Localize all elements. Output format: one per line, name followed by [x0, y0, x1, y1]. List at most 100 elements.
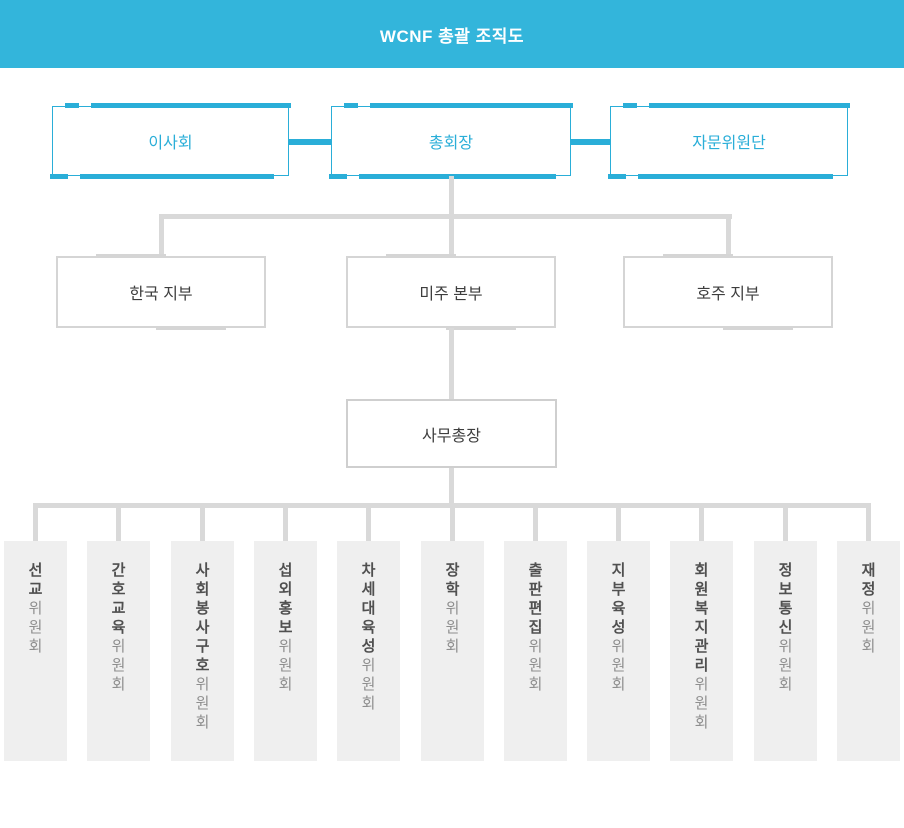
committee-name-char: 회: [195, 581, 210, 598]
connector-committee-drop: [533, 503, 538, 541]
connector-secretary-down: [449, 468, 454, 506]
page-title: WCNF 총괄 조직도: [379, 26, 525, 46]
connector-committee-drop: [33, 503, 38, 541]
committee-suffix-char: 위: [445, 600, 460, 617]
committee-suffix-char: 회: [778, 676, 793, 693]
committee-suffix-char: 위: [611, 638, 626, 655]
committee-suffix-char: 위: [195, 676, 210, 693]
committee-suffix-char: 회: [861, 638, 876, 655]
committee-name-char: 원: [694, 581, 709, 598]
connector-drop-australia: [726, 214, 731, 256]
committee-suffix-char: 원: [111, 657, 126, 674]
committee-suffix-char: 위: [528, 638, 543, 655]
committee-name-char: 보: [778, 581, 793, 598]
committee-name-char: 육: [111, 619, 126, 636]
committee-suffix-char: 회: [445, 638, 460, 655]
committee-suffix-char: 위: [28, 600, 43, 617]
committee-suffix-char: 회: [611, 676, 626, 693]
org-box-advisory-label: 자문위원단: [692, 135, 766, 152]
committee-name-char: 선: [28, 562, 43, 579]
committee-suffix-char: 원: [28, 619, 43, 636]
org-box-board-label: 이사회: [148, 135, 193, 152]
committee-name-char: 판: [528, 581, 543, 598]
committee-name-char: 리: [694, 657, 709, 674]
org-box-korea-branch: 한국 지부: [56, 254, 266, 330]
committee-suffix-char: 원: [778, 657, 793, 674]
committee-name-char: 재: [861, 562, 876, 579]
committee-name-char: 사: [195, 619, 210, 636]
committee-name-char: 집: [528, 619, 543, 636]
committee-name-char: 교: [28, 581, 43, 598]
committee-suffix-char: 회: [694, 714, 709, 731]
connector-committee-drop: [450, 503, 455, 541]
committee-name-char: 호: [195, 657, 210, 674]
committee-name-char: 편: [528, 600, 543, 617]
committee-suffix-char: 원: [861, 619, 876, 636]
connector-committee-drop: [616, 503, 621, 541]
committee-suffix-char: 원: [361, 676, 376, 693]
committee-suffix-char: 회: [28, 638, 43, 655]
connector-committee-drop: [116, 503, 121, 541]
org-box-australia-branch: 호주 지부: [623, 254, 833, 330]
connector-committee-drop: [783, 503, 788, 541]
committee-name-char: 지: [694, 619, 709, 636]
committee-name-char: 홍: [278, 600, 293, 617]
committee-suffix-char: 원: [528, 657, 543, 674]
connector-board-president: [289, 139, 331, 145]
committee-name-char: 사: [195, 562, 210, 579]
connector-drop-korea: [159, 214, 164, 256]
committee-name-char: 장: [445, 562, 460, 579]
committee-name-char: 세: [361, 581, 376, 598]
committee-suffix-char: 위: [861, 600, 876, 617]
committee-name-char: 보: [278, 619, 293, 636]
connector-committee-drop: [283, 503, 288, 541]
committee-suffix-char: 원: [445, 619, 460, 636]
committee-name-char: 복: [694, 600, 709, 617]
committee-suffix-char: 위: [278, 638, 293, 655]
connector-committee-drop: [866, 503, 871, 541]
committee-suffix-char: 원: [611, 657, 626, 674]
committee-suffix-char: 위: [111, 638, 126, 655]
committee-name-char: 지: [611, 562, 626, 579]
committee-suffix-char: 회: [195, 714, 210, 731]
connector-committee-drop: [366, 503, 371, 541]
connector-committee-drop: [699, 503, 704, 541]
committee-suffix-char: 회: [278, 676, 293, 693]
committee-name-char: 간: [111, 562, 126, 579]
org-box-australia-branch-label: 호주 지부: [696, 286, 760, 303]
committee-suffix-char: 위: [778, 638, 793, 655]
committee-suffix-char: 원: [195, 695, 210, 712]
committee-suffix-char: 원: [278, 657, 293, 674]
connector-hq-secretary: [449, 328, 454, 399]
connector-president-advisory: [571, 139, 610, 145]
org-box-president: 총회장: [329, 103, 573, 179]
org-box-americas-hq-label: 미주 본부: [419, 286, 483, 303]
org-box-advisory: 자문위원단: [608, 103, 850, 179]
committee-name-char: 출: [528, 562, 543, 579]
connector-committee-drop: [200, 503, 205, 541]
committee-name-char: 성: [361, 638, 376, 655]
org-box-president-label: 총회장: [428, 135, 474, 152]
committee-name-char: 정: [778, 562, 793, 579]
org-box-board: 이사회: [50, 103, 291, 179]
connector-branches-horizontal: [159, 214, 732, 219]
committee-suffix-char: 회: [361, 695, 376, 712]
committee-name-char: 외: [278, 581, 293, 598]
committee-name-char: 육: [361, 619, 376, 636]
committee-name-char: 호: [111, 581, 126, 598]
committee-name-char: 육: [611, 600, 626, 617]
committee-suffix-char: 위: [694, 676, 709, 693]
committee-name-char: 교: [111, 600, 126, 617]
committee-name-char: 정: [861, 581, 876, 598]
committee-name-char: 차: [361, 562, 376, 579]
committee-suffix-char: 회: [528, 676, 543, 693]
committee-name-char: 대: [361, 600, 376, 617]
committee-name-char: 봉: [195, 600, 210, 617]
